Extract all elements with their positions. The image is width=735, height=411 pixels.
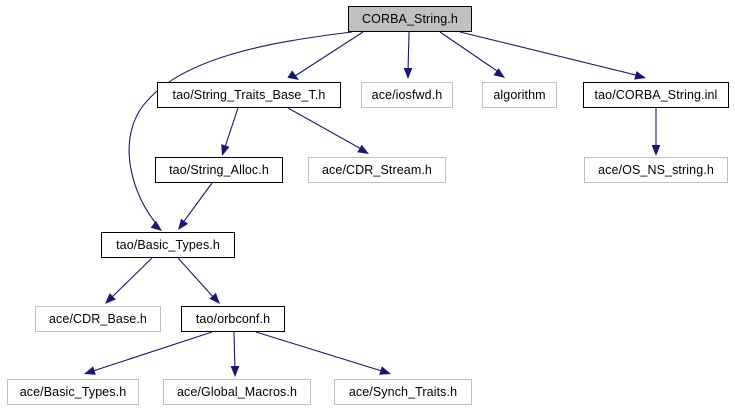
graph-node-ace_iosfwd_h[interactable]: ace/iosfwd.h [361,82,453,108]
graph-edge [255,331,386,373]
graph-node-ace_synch_traits_h[interactable]: ace/Synch_Traits.h [334,379,472,405]
graph-edge-arrowhead [84,366,96,375]
graph-edge-arrowhead [357,144,369,154]
graph-edge [407,31,410,73]
graph-node-label: ace/iosfwd.h [371,87,443,102]
graph-node-label: algorithm [493,87,546,102]
graph-node-string_traits_base_t_h[interactable]: tao/String_Traits_Base_T.h [157,82,341,108]
graph-node-corba_string_h[interactable]: CORBA_String.h [348,6,472,32]
graph-node-label: tao/String_Alloc.h [169,162,269,177]
graph-node-label: ace/Synch_Traits.h [348,384,458,399]
graph-node-ace_os_ns_string_h[interactable]: ace/OS_NS_string.h [584,157,728,183]
graph-edge [128,31,353,227]
graph-node-label: ace/Basic_Types.h [19,384,127,399]
graph-edge [294,31,364,77]
graph-node-string_alloc_h[interactable]: tao/String_Alloc.h [155,157,283,183]
graph-edge [287,107,364,151]
graph-node-label: tao/Basic_Types.h [116,237,220,252]
graph-node-label: tao/String_Traits_Base_T.h [172,87,326,102]
graph-edge-arrowhead [230,366,240,377]
graph-node-ace_basic_types_h[interactable]: ace/Basic_Types.h [7,379,139,405]
graph-edge-arrowhead [178,218,189,230]
graph-node-label: tao/orbconf.h [195,311,271,326]
graph-edge-arrowhead [287,70,299,80]
graph-edge-arrowhead [634,71,646,80]
graph-edge [459,31,641,77]
graph-node-algorithm[interactable]: algorithm [482,82,557,108]
graph-node-label: ace/OS_NS_string.h [598,162,714,177]
graph-edge-arrowhead [105,293,116,304]
graph-node-orbconf_h[interactable]: tao/orbconf.h [181,306,285,332]
graph-edge [233,331,236,372]
graph-edge-arrowhead [150,220,162,231]
graph-edge [439,31,501,74]
graph-edge-arrowhead [209,292,220,304]
graph-edge [177,257,216,300]
graph-node-ace_cdr_stream_h[interactable]: ace/CDR_Stream.h [308,157,446,183]
graph-node-basic_types_h[interactable]: tao/Basic_Types.h [101,232,235,258]
graph-edge [89,331,213,373]
graph-node-corba_string_inl[interactable]: tao/CORBA_String.inl [583,82,729,108]
graph-edge [109,257,153,300]
graph-node-ace_cdr_base_h[interactable]: ace/CDR_Base.h [35,306,161,332]
graph-node-label: ace/CDR_Base.h [49,311,147,326]
graph-node-label: ace/CDR_Stream.h [322,162,432,177]
graph-node-label: ace/Global_Macros.h [176,384,297,399]
graph-edge [223,107,239,151]
graph-edge-arrowhead [221,144,230,156]
graph-edge [181,182,213,225]
graph-node-ace_global_macros_h[interactable]: ace/Global_Macros.h [163,379,311,405]
graph-edge-arrowhead [493,68,505,78]
graph-node-label: CORBA_String.h [362,11,458,26]
graph-node-label: tao/CORBA_String.inl [594,87,718,102]
graph-edge-arrowhead [403,68,413,79]
graph-edge-arrowhead [651,145,661,156]
graph-edge-arrowhead [379,366,391,375]
